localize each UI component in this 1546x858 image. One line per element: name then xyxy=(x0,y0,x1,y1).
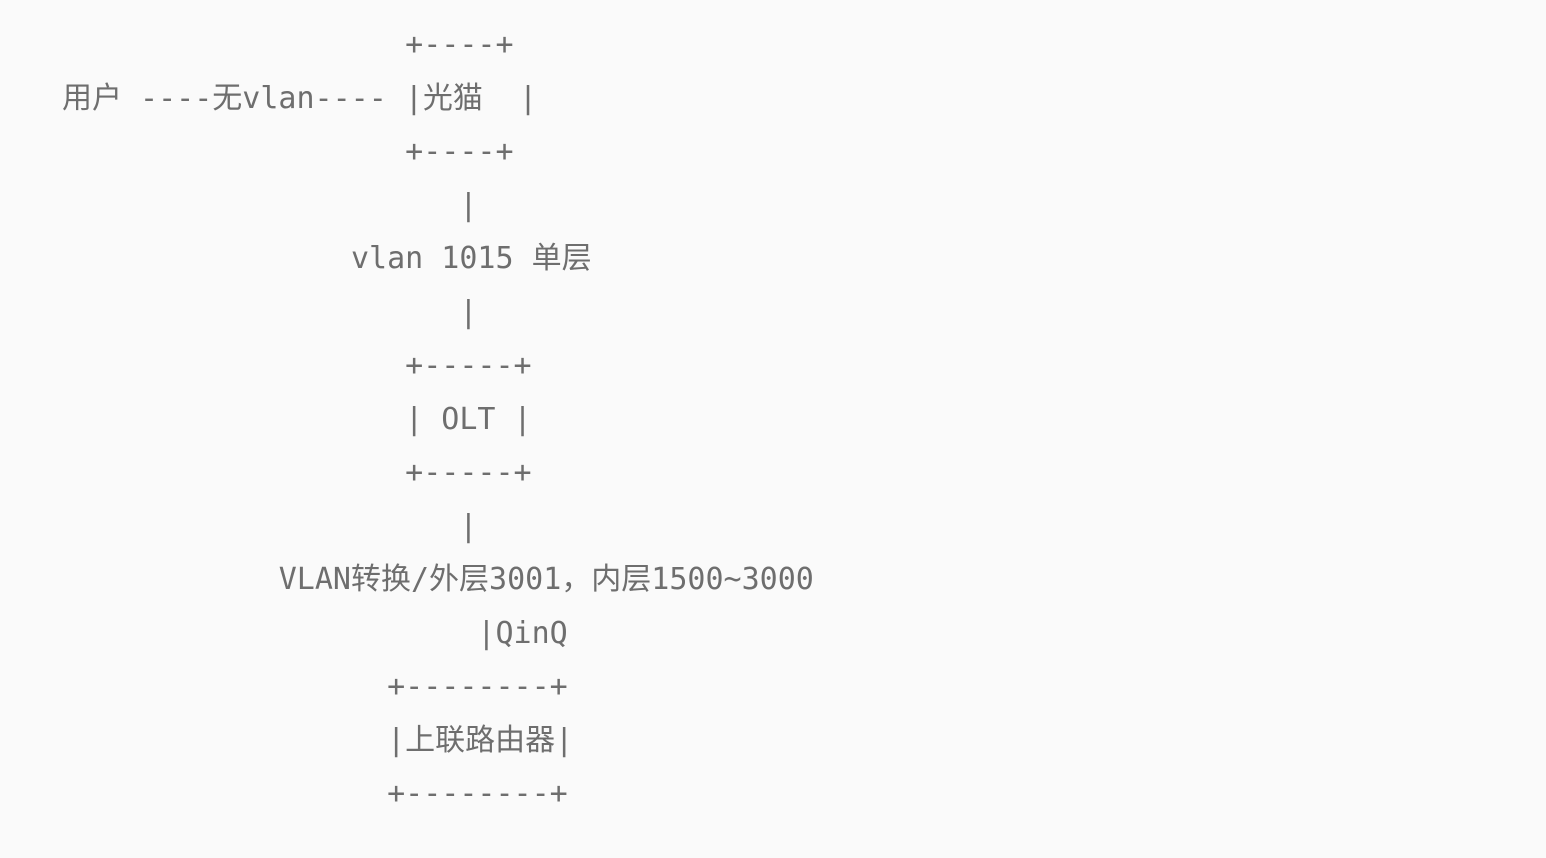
diagram-line-olt-box-top: +-----+ xyxy=(62,348,532,383)
diagram-line-router-box-body: |上联路由器| xyxy=(62,722,574,758)
diagram-line-connector-2: | xyxy=(62,294,478,330)
diagram-line-vlan-1015: vlan 1015 单层 xyxy=(62,241,592,276)
diagram-line-user-to-onu: 用户 ----无vlan---- |光猫 | xyxy=(62,80,538,116)
diagram-line-olt-box-bottom: +-----+ xyxy=(62,455,532,490)
diagram-line-onu-box-top: +----+ xyxy=(62,27,514,62)
diagram-line-vlan-translation: VLAN转换/外层3001，内层1500~3000 xyxy=(62,562,814,597)
diagram-line-connector-3: | xyxy=(62,508,478,544)
diagram-line-qinq: |QinQ xyxy=(62,615,568,651)
diagram-line-olt-box-body: | OLT | xyxy=(62,401,532,437)
ascii-network-diagram: +----+ 用户 ----无vlan---- |光猫 | +----+ | vl… xyxy=(62,27,814,811)
diagram-line-router-box-top: +--------+ xyxy=(62,669,568,704)
diagram-line-onu-box-bottom: +----+ xyxy=(62,134,514,169)
diagram-line-connector-1: | xyxy=(62,187,478,223)
diagram-line-router-box-bottom: +--------+ xyxy=(62,776,568,811)
